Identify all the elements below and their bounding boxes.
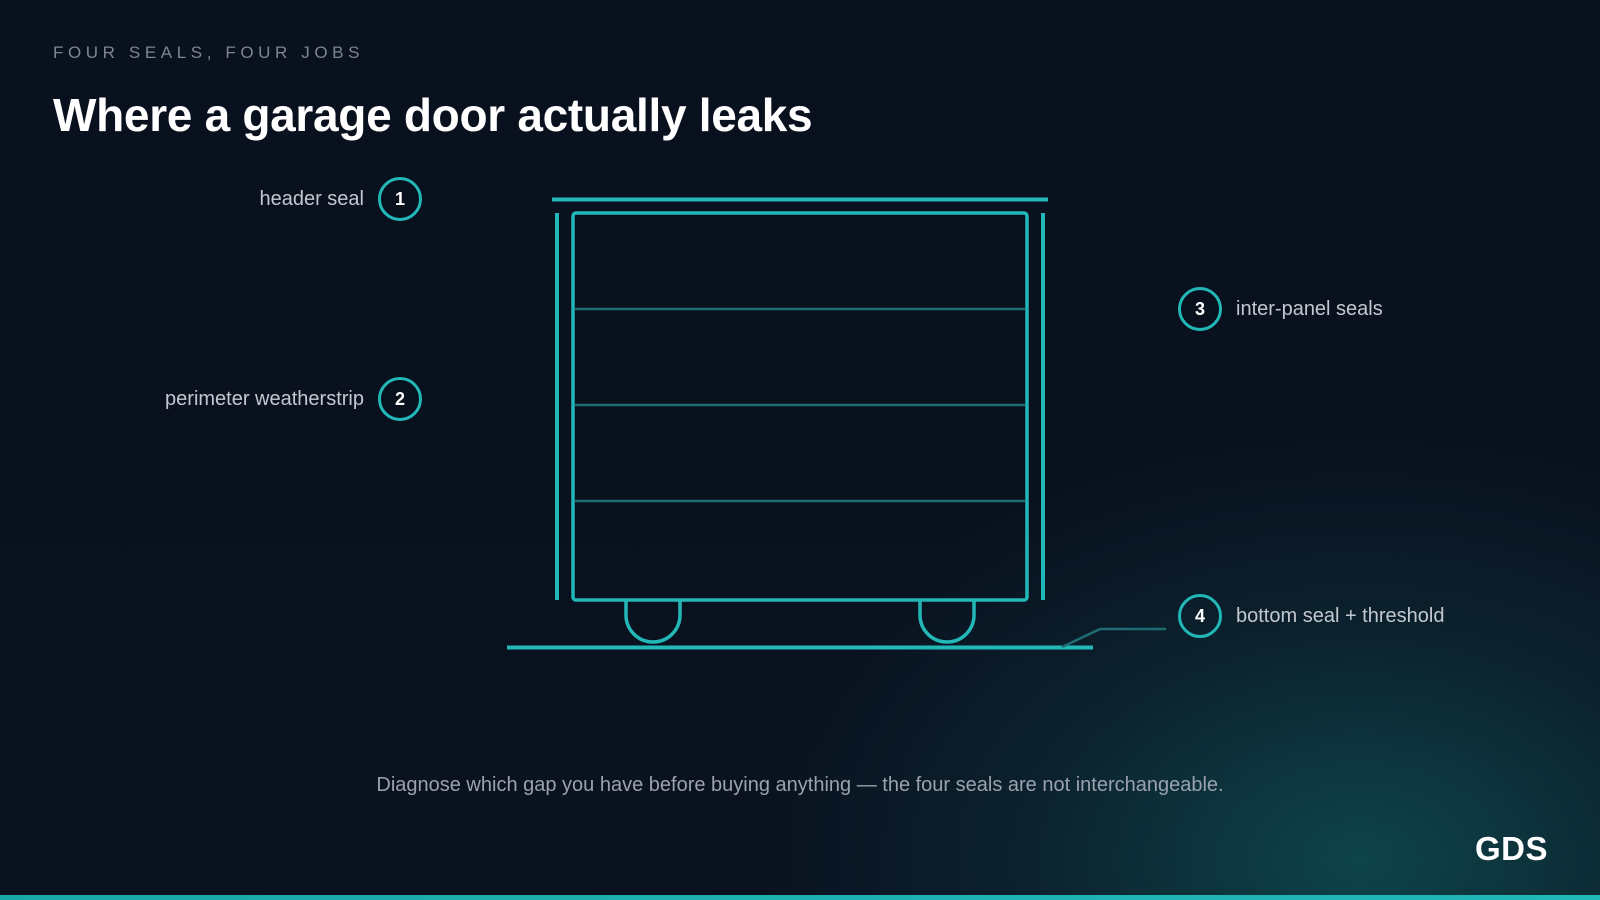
accent-bar	[0, 895, 1600, 900]
bottom-seal-bulb-left	[624, 600, 682, 644]
callout-label-4: bottom seal + threshold	[1236, 604, 1445, 627]
eyebrow: FOUR SEALS, FOUR JOBS	[53, 43, 365, 62]
brand-logo: GDS	[1474, 830, 1548, 867]
callout-badge-4: 4	[1178, 594, 1222, 638]
callout-badge-3: 3	[1178, 287, 1222, 331]
door-outline	[571, 211, 1029, 602]
callout-inter-panel-seals: 3 inter-panel seals	[1178, 287, 1383, 331]
page-title: Where a garage door actually leaks	[53, 89, 813, 141]
callout-label-1: header seal	[259, 187, 364, 210]
callout-leader-4	[1061, 627, 1166, 649]
callout-label-2: perimeter weatherstrip	[165, 387, 364, 410]
callout-label-3: inter-panel seals	[1236, 297, 1383, 320]
footnote: Diagnose which gap you have before buyin…	[376, 774, 1224, 796]
bottom-seal-bulb-right	[918, 600, 976, 644]
callout-badge-2: 2	[378, 377, 422, 421]
callout-badge-1: 1	[378, 177, 422, 221]
callout-header-seal: header seal 1	[259, 177, 422, 221]
callout-bottom-seal-threshold: 4 bottom seal + threshold	[1178, 594, 1444, 638]
callout-perimeter-weatherstrip: perimeter weatherstrip 2	[165, 377, 422, 421]
